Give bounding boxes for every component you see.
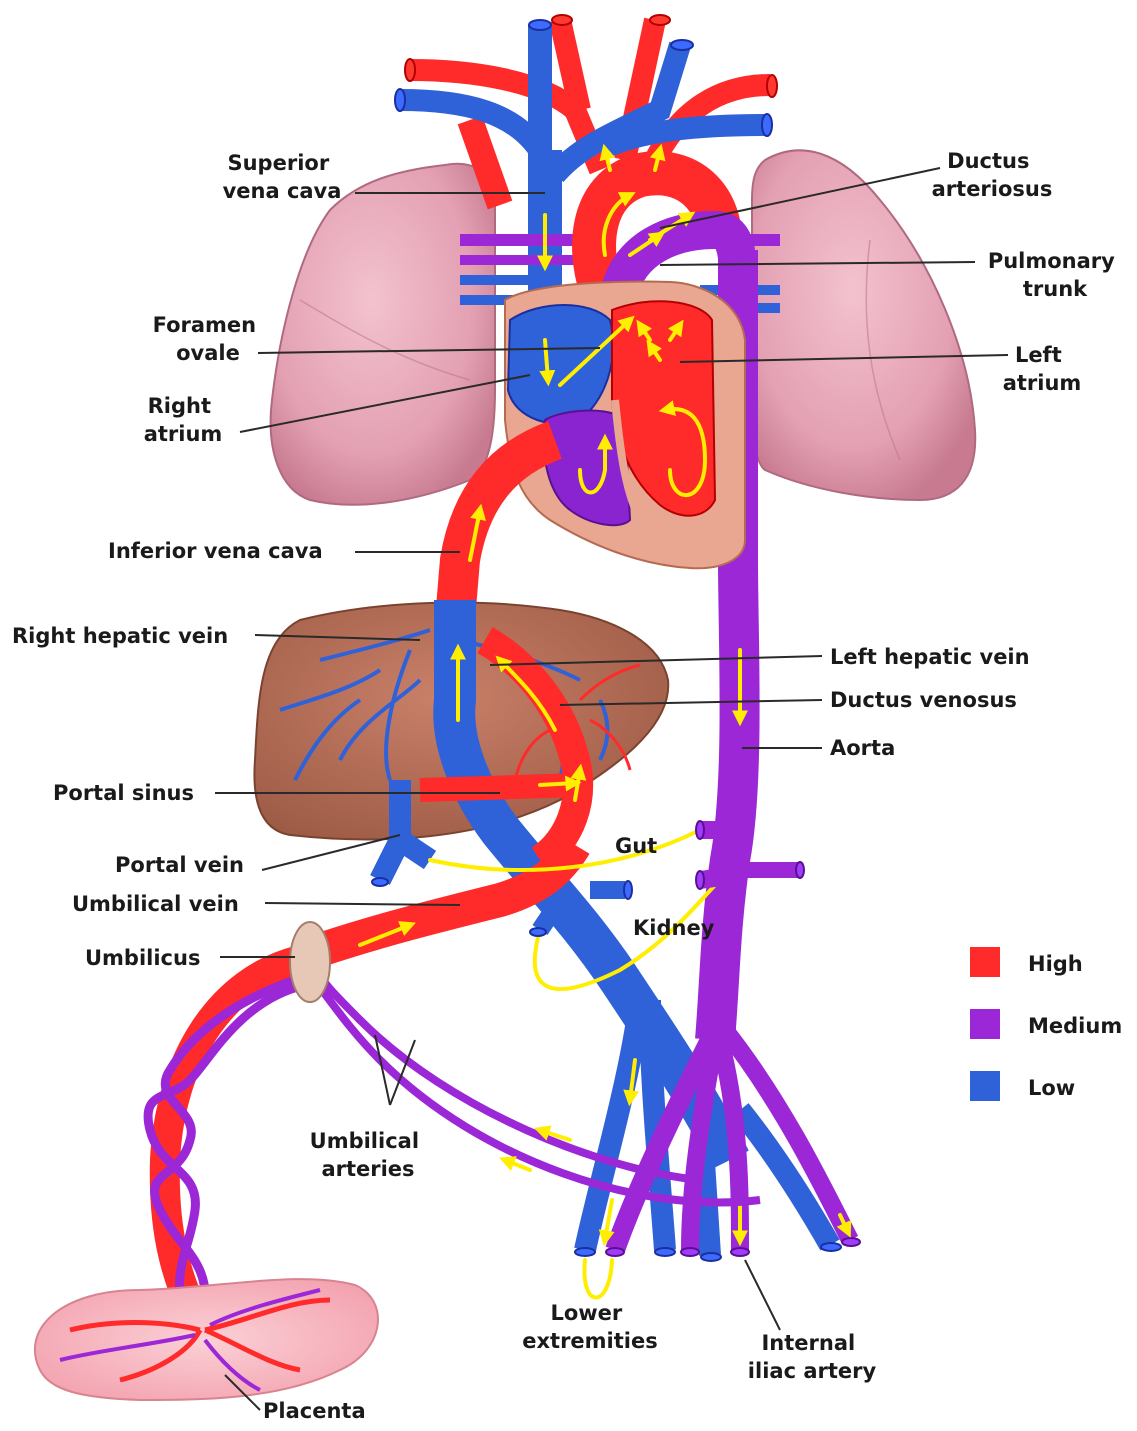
label-superior-vena-cava: Superior vena cava xyxy=(223,151,342,203)
label-pulmonary-trunk: Pulmonary trunk xyxy=(988,249,1122,301)
label-right-hepatic-vein: Right hepatic vein xyxy=(12,624,228,648)
label-placenta: Placenta xyxy=(263,1399,366,1423)
left-lung xyxy=(752,150,975,500)
leg-loop xyxy=(584,1260,612,1298)
legend-swatch-medium xyxy=(970,1009,1000,1039)
label-right-atrium: Right atrium xyxy=(144,394,223,446)
legend-swatch-high xyxy=(970,947,1000,977)
label-left-hepatic-vein: Left hepatic vein xyxy=(830,645,1030,669)
legend-item-medium: Medium xyxy=(970,1009,1122,1039)
legend-item-high: High xyxy=(970,947,1083,977)
label-internal-iliac-artery: Internal iliac artery xyxy=(748,1331,877,1383)
legend: High Medium Low xyxy=(970,947,1122,1101)
legend-item-low: Low xyxy=(970,1071,1075,1101)
label-left-atrium: Left atrium xyxy=(1003,343,1082,395)
label-umbilicus: Umbilicus xyxy=(85,946,200,970)
label-ductus-venosus: Ductus venosus xyxy=(830,688,1017,712)
legend-label-medium: Medium xyxy=(1028,1014,1122,1038)
label-aorta: Aorta xyxy=(830,736,895,760)
legend-label-high: High xyxy=(1028,952,1083,976)
label-gut: Gut xyxy=(615,834,657,858)
label-umbilical-vein: Umbilical vein xyxy=(72,892,239,916)
label-inferior-vena-cava: Inferior vena cava xyxy=(108,539,323,563)
label-ductus-arteriosus: Ductus arteriosus xyxy=(932,149,1053,201)
label-portal-vein: Portal vein xyxy=(115,853,244,877)
right-lung xyxy=(271,164,495,505)
legend-swatch-low xyxy=(970,1071,1000,1101)
label-lower-extremities: Lower extremities xyxy=(522,1301,658,1353)
label-umbilical-arteries: Umbilical arteries xyxy=(310,1129,427,1181)
label-foramen-ovale: Foramen ovale xyxy=(153,313,264,365)
label-kidney: Kidney xyxy=(633,916,715,940)
legend-label-low: Low xyxy=(1028,1076,1075,1100)
label-portal-sinus: Portal sinus xyxy=(53,781,194,805)
umbilicus-ring xyxy=(290,922,330,1002)
placenta xyxy=(35,1279,378,1400)
